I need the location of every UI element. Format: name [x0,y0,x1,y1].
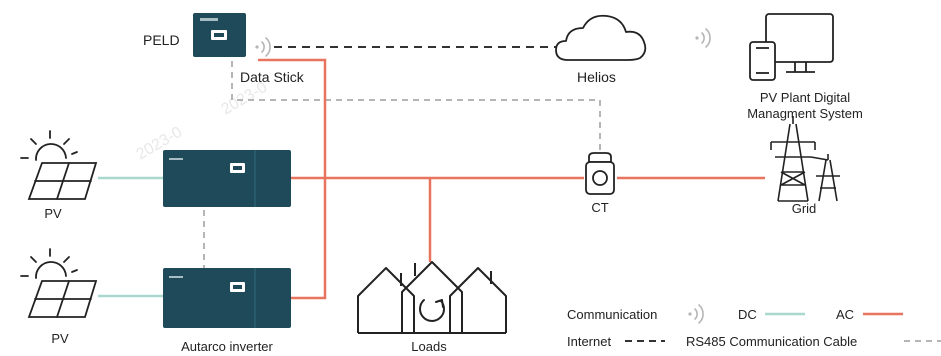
legend-communication-label: Communication [567,307,657,322]
monitoring-system-label-line1: PV Plant Digital [760,90,850,105]
ac-line-bottom-inverter [291,178,327,300]
pv-panel-sun-icon-top [20,130,98,200]
helios-cloud-icon [555,14,647,61]
wifi-icon [695,28,711,48]
connections [98,46,941,342]
pv-label-bottom: PV [51,331,69,346]
legend-ac-label: AC [836,307,854,322]
legend: Communication DC AC Internet RS485 Commu… [567,304,903,349]
pv-panel-sun-icon-bottom [20,248,98,318]
legend-rs485-label: RS485 Communication Cable [686,334,857,349]
data-stick-wifi-icon [255,37,271,57]
peld-label: PELD [143,32,180,48]
inverter-label: Autarco inverter [181,339,273,354]
loads-label: Loads [411,339,447,354]
peld-device [193,13,246,57]
grid-tower-icon [770,116,840,202]
data-stick-label: Data Stick [240,69,305,85]
monitor-phone-icon [749,13,834,81]
legend-dc-label: DC [738,307,757,322]
ct-meter-icon [585,152,615,195]
grid-label: Grid [792,201,817,216]
ac-line-peld [258,58,327,178]
rs485-cable-peld-to-inverter [231,50,601,150]
helios-label: Helios [577,69,616,85]
loads-houses-icon [357,261,507,334]
inverter-bottom [163,268,291,328]
legend-internet-label: Internet [567,334,611,349]
legend-communication-wifi-icon [688,304,704,324]
ct-label: CT [591,200,608,215]
pv-label-top: PV [44,206,62,221]
monitoring-system-label-line2: Managment System [747,106,863,121]
inverter-top [163,150,291,207]
